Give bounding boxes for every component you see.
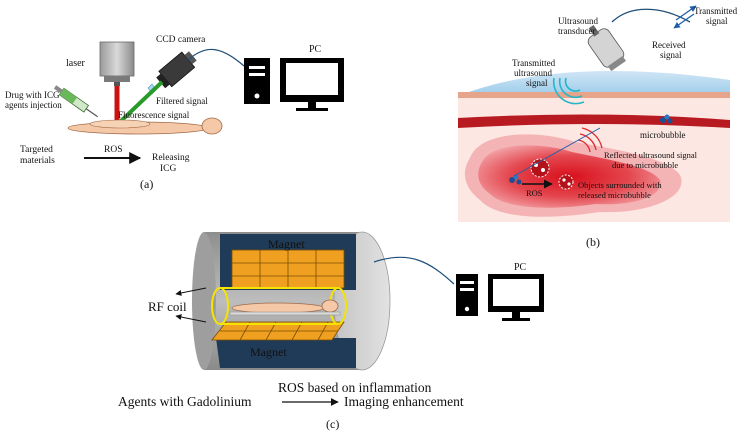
releasing-label-line1: Releasing bbox=[152, 153, 190, 163]
microbubble-cluster-vessel bbox=[660, 114, 673, 124]
pc-label-c: PC bbox=[514, 262, 527, 273]
magnet-bottom-label: Magnet bbox=[250, 345, 287, 359]
drug-label-line2: agents injection bbox=[5, 100, 62, 110]
laser-label: laser bbox=[66, 58, 86, 69]
panel-a-caption: (a) bbox=[140, 177, 153, 191]
transmitted-top-line2: signal bbox=[706, 16, 728, 26]
ros-inflammation-label: ROS based on inflammation bbox=[278, 380, 432, 395]
ros-label-b: ROS bbox=[526, 188, 543, 198]
magnet-bottom bbox=[211, 321, 356, 368]
transmitted-us-line2: ultrasound bbox=[514, 68, 552, 78]
reflected-label-line2: due to microbubble bbox=[612, 160, 678, 170]
transmitted-us-line3: signal bbox=[526, 78, 548, 88]
received-label-line2: signal bbox=[660, 50, 682, 60]
rf-coil-arrow-top bbox=[175, 287, 207, 296]
target-object-2 bbox=[558, 174, 574, 190]
mri-cable bbox=[373, 256, 455, 285]
transmitted-top-line1: Transmitted bbox=[694, 6, 738, 16]
transmitted-waves bbox=[552, 77, 585, 105]
rf-coil-arrow-bottom bbox=[175, 314, 207, 323]
panel-a-fluorescence-imaging: laser CCD camera Filtered signal Fluores… bbox=[5, 35, 344, 191]
fluorescence-beam bbox=[119, 80, 164, 123]
pc-tower-a bbox=[244, 58, 270, 104]
panel-b-ultrasound-imaging: ROS Ultrasound transducer Transmitted bbox=[458, 5, 738, 249]
magnet-top-label: Magnet bbox=[268, 237, 305, 251]
mri-cylinder-front-rim bbox=[192, 232, 216, 370]
ccd-camera-label: CCD camera bbox=[156, 35, 206, 45]
laser-device bbox=[99, 41, 135, 86]
received-label-line1: Received bbox=[652, 40, 686, 50]
fluorescence-signal-label: Fluorescence signal bbox=[118, 110, 190, 120]
pc-monitor-c bbox=[488, 274, 544, 321]
panel-c-caption: (c) bbox=[326, 417, 339, 431]
reflected-label-line1: Reflected ultrasound signal bbox=[604, 150, 698, 160]
transmitted-us-line1: Transmitted bbox=[512, 58, 556, 68]
ros-label-a: ROS bbox=[104, 145, 122, 155]
pc-tower-c bbox=[456, 274, 478, 316]
transmitted-signal-arrow bbox=[675, 5, 697, 21]
panel-b-caption: (b) bbox=[586, 235, 600, 249]
imaging-enhancement-label: Imaging enhancement bbox=[344, 394, 464, 409]
objects-label-line1: Objects surrounded with bbox=[578, 180, 662, 190]
agents-gadolinium-label: Agents with Gadolinium bbox=[118, 394, 252, 409]
camera-cable bbox=[187, 48, 245, 67]
targeted-label-line2: materials bbox=[20, 156, 55, 166]
pc-monitor-a bbox=[280, 58, 344, 111]
microbubble-pointer bbox=[513, 127, 601, 177]
ultrasound-gel bbox=[458, 71, 730, 96]
drug-label-line1: Drug with ICG bbox=[5, 90, 60, 100]
microbubble-label: microbubble bbox=[640, 130, 686, 140]
patient-a bbox=[67, 117, 223, 135]
skin-layer bbox=[458, 92, 730, 98]
received-signal-arrow bbox=[673, 13, 695, 29]
releasing-label-line2: ICG bbox=[160, 164, 177, 174]
transducer-label-line2: transducer bbox=[558, 26, 595, 36]
rf-coil-label: RF coil bbox=[148, 299, 187, 314]
targeted-label-line1: Targeted bbox=[20, 145, 53, 155]
filtered-signal-label: Filtered signal bbox=[156, 96, 208, 106]
transducer-cable bbox=[611, 8, 691, 23]
ultrasound-transducer bbox=[587, 24, 626, 72]
syringe bbox=[53, 85, 99, 118]
panel-c-mri-imaging: Magnet Magnet RF coi bbox=[118, 231, 544, 431]
transducer-label-line1: Ultrasound bbox=[558, 16, 598, 26]
pc-label-a: PC bbox=[309, 44, 322, 55]
objects-label-line2: released microbubble bbox=[578, 190, 651, 200]
magnet-top bbox=[220, 234, 356, 290]
patient-c bbox=[229, 299, 341, 316]
